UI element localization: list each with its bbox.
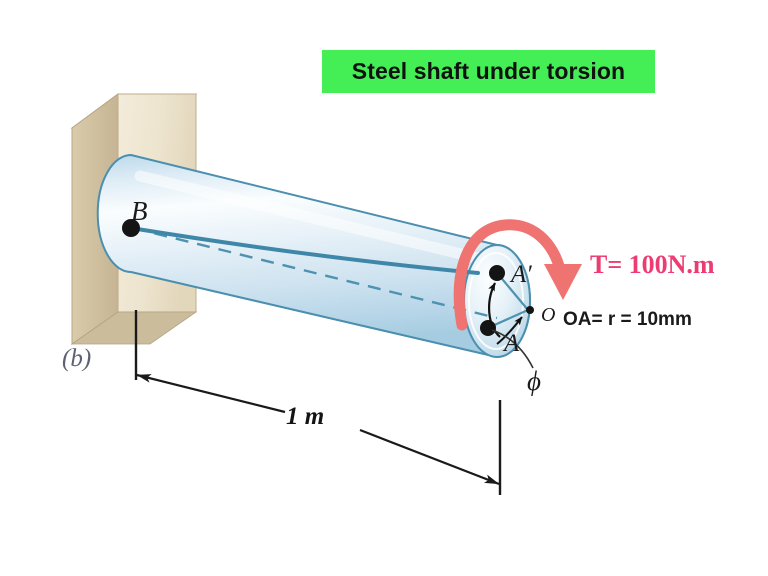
radius-line-OAprime bbox=[497, 273, 529, 311]
dimension-line-left bbox=[136, 373, 286, 414]
title-text: Steel shaft under torsion bbox=[351, 58, 626, 84]
panel-label: (b) bbox=[62, 345, 92, 372]
point-O-marker bbox=[526, 306, 534, 314]
shaft-center-axis bbox=[132, 226, 498, 320]
radius-line-OA bbox=[489, 308, 529, 329]
twist-angle-arc bbox=[488, 282, 501, 338]
point-A-label: A bbox=[504, 330, 520, 357]
torque-arc bbox=[453, 219, 567, 331]
point-O-label: O bbox=[541, 304, 556, 326]
torque-arrow bbox=[453, 219, 582, 331]
torque-label: T= 100N.m bbox=[590, 250, 715, 279]
twist-angle-label: ϕ bbox=[527, 366, 541, 396]
shaft-end-rim bbox=[468, 252, 524, 350]
torque-arrow-head bbox=[544, 264, 582, 300]
point-A-prime-label: A′ bbox=[511, 261, 532, 288]
length-dimension bbox=[134, 310, 502, 495]
point-A-prime-marker bbox=[489, 265, 505, 281]
point-B-marker bbox=[122, 219, 140, 237]
end-face-markers bbox=[480, 265, 534, 369]
point-B-label: B bbox=[131, 196, 148, 226]
title-banner: Steel shaft under torsion bbox=[322, 50, 655, 93]
twist-angle-inner-arrow bbox=[496, 316, 523, 345]
length-label: 1 m bbox=[286, 403, 325, 430]
wall-bottom-face bbox=[70, 311, 198, 345]
shaft-highlight bbox=[134, 170, 500, 268]
phi-leader-line bbox=[491, 329, 534, 369]
dimension-line-right bbox=[359, 428, 500, 486]
radius-label: OA= r = 10mm bbox=[563, 309, 692, 330]
deformed-surface-line-BA bbox=[129, 226, 480, 275]
